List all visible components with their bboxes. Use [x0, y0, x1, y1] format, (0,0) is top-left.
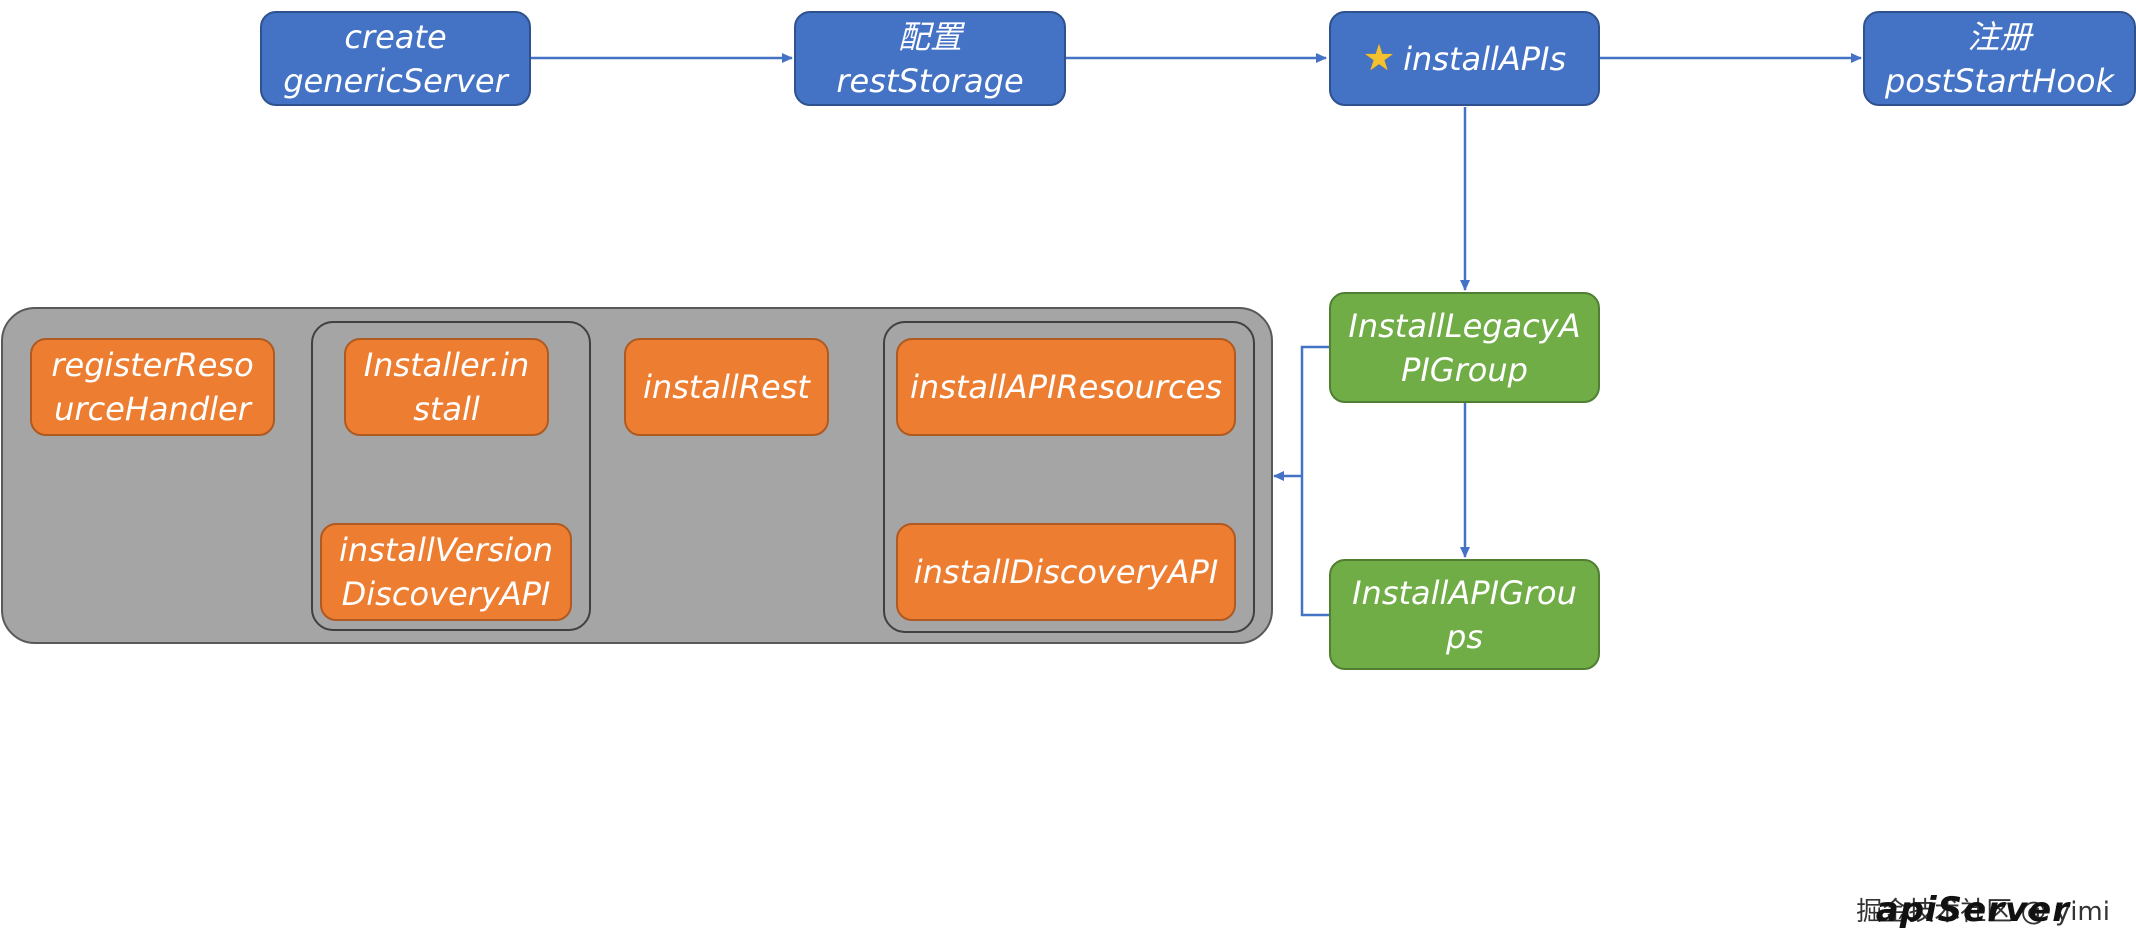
diagram-title: apiServer [1875, 890, 2070, 930]
install-apis-node: ★ installAPIs [1329, 11, 1600, 106]
watermark: 掘金技术社区 @ yimi [1856, 897, 2110, 927]
bracket-groups [1300, 345, 1329, 617]
installer-group [311, 321, 591, 631]
api-resources-group [883, 321, 1255, 633]
install-api-resources-node: installAPIResources [896, 338, 1236, 436]
star-icon: ★ [1362, 37, 1396, 79]
create-generic-server-node: create genericServer [260, 11, 531, 106]
install-legacy-api-group-node: InstallLegacyA PIGroup [1329, 292, 1600, 403]
register-resource-handler-node: registerReso urceHandler [30, 338, 275, 436]
install-api-groups-node: InstallAPIGrou ps [1329, 559, 1600, 670]
configure-rest-storage-node: 配置 restStorage [794, 11, 1066, 106]
install-apis-label: installAPIs [1403, 39, 1567, 78]
register-post-start-hook-node: 注册 postStartHook [1863, 11, 2136, 106]
install-version-discovery-api-node: installVersion DiscoveryAPI [320, 523, 572, 621]
install-discovery-api-node: installDiscoveryAPI [896, 523, 1236, 621]
install-rest-node: installRest [624, 338, 829, 436]
installer-install-node: Installer.in stall [344, 338, 549, 436]
